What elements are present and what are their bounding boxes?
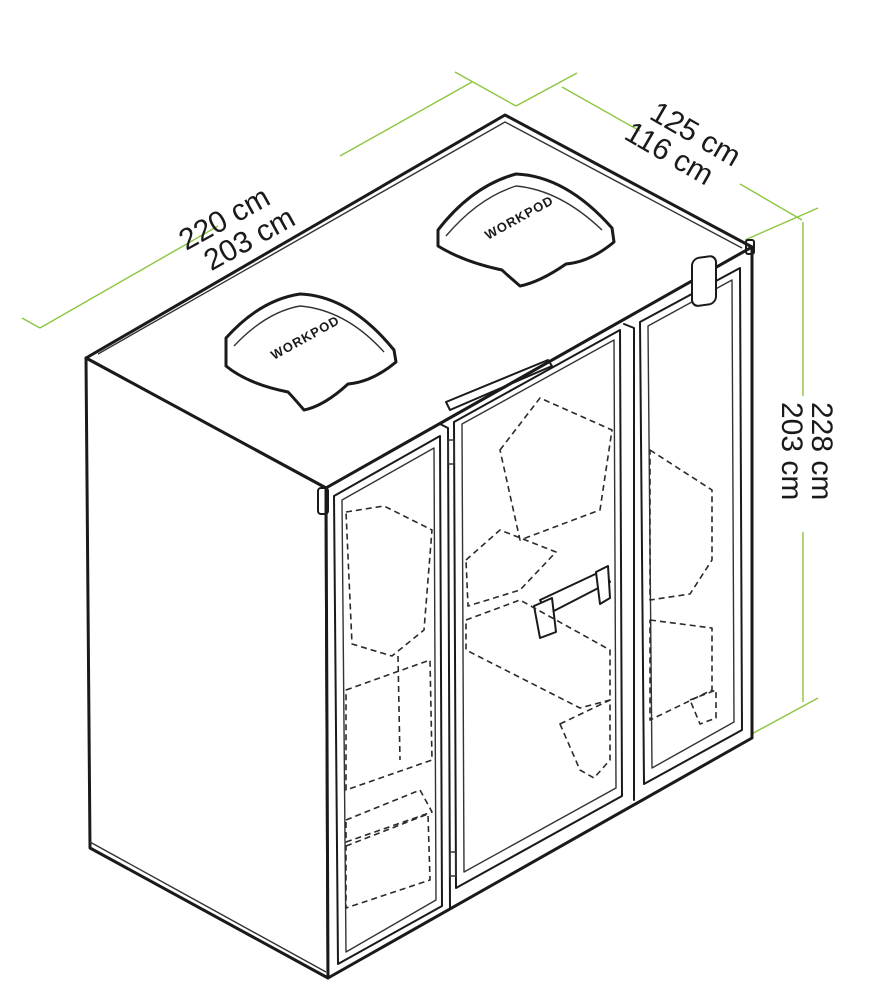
corner-bracket-right <box>745 239 755 255</box>
width-dim-extension-right <box>454 71 517 107</box>
roof-inner-edge <box>97 121 743 355</box>
left-glass-panel <box>333 435 443 965</box>
hinge-bottom <box>449 851 457 877</box>
bench-leg-center <box>559 699 611 779</box>
height-dimension <box>747 222 819 737</box>
vent-rim-left <box>233 305 385 353</box>
control-panel-icon[interactable] <box>691 255 717 307</box>
interior-furniture <box>345 397 717 909</box>
bench-base-left <box>345 813 431 909</box>
roof-vent-right: WORKPOD <box>436 172 616 288</box>
right-mullion <box>623 323 635 801</box>
width-dim-extension-left <box>21 317 41 329</box>
side-wall-base-line <box>89 841 327 973</box>
bench-back-center <box>499 397 613 541</box>
roof-vent-left: WORKPOD <box>224 292 398 412</box>
bench-back-left <box>345 659 433 791</box>
vent-body-left <box>224 292 398 412</box>
depth-dim-line-a <box>561 86 641 132</box>
width-dim-line-b <box>339 81 473 157</box>
hinge-top <box>447 439 455 465</box>
left-mullion <box>439 423 451 909</box>
table-top-center <box>465 529 557 607</box>
handle-grip-left[interactable] <box>533 597 557 639</box>
table-top-left <box>345 505 433 657</box>
width-dim-line-a <box>39 225 219 329</box>
door-closer <box>445 359 553 411</box>
depth-dim-extension-top <box>515 72 578 107</box>
width-dimension <box>21 71 517 329</box>
height-dim-extension-bottom <box>747 697 819 737</box>
left-glass-inner <box>341 447 437 953</box>
depth-dimension <box>515 72 819 241</box>
handle-grip-right[interactable] <box>595 565 611 605</box>
corner-bracket-left <box>317 487 329 515</box>
height-label: 228 cm 203 cm <box>775 402 838 500</box>
door-handle[interactable] <box>533 565 611 639</box>
bench-leg-right <box>689 689 717 725</box>
height-outer-text: 228 cm <box>805 402 838 500</box>
table-leg-left <box>397 655 401 761</box>
depth-dim-extension-bottom <box>744 207 819 241</box>
height-inner-text: 203 cm <box>775 402 808 500</box>
bench-seat-left <box>345 789 433 843</box>
bench-back-right <box>649 449 713 601</box>
depth-dim-line-b <box>739 183 803 221</box>
door-frame <box>453 329 623 889</box>
bench-seat-right <box>649 619 713 721</box>
vent-rim-right <box>445 185 603 237</box>
depth-label: 125 cm 116 cm <box>619 95 746 192</box>
door-glass <box>461 339 617 873</box>
